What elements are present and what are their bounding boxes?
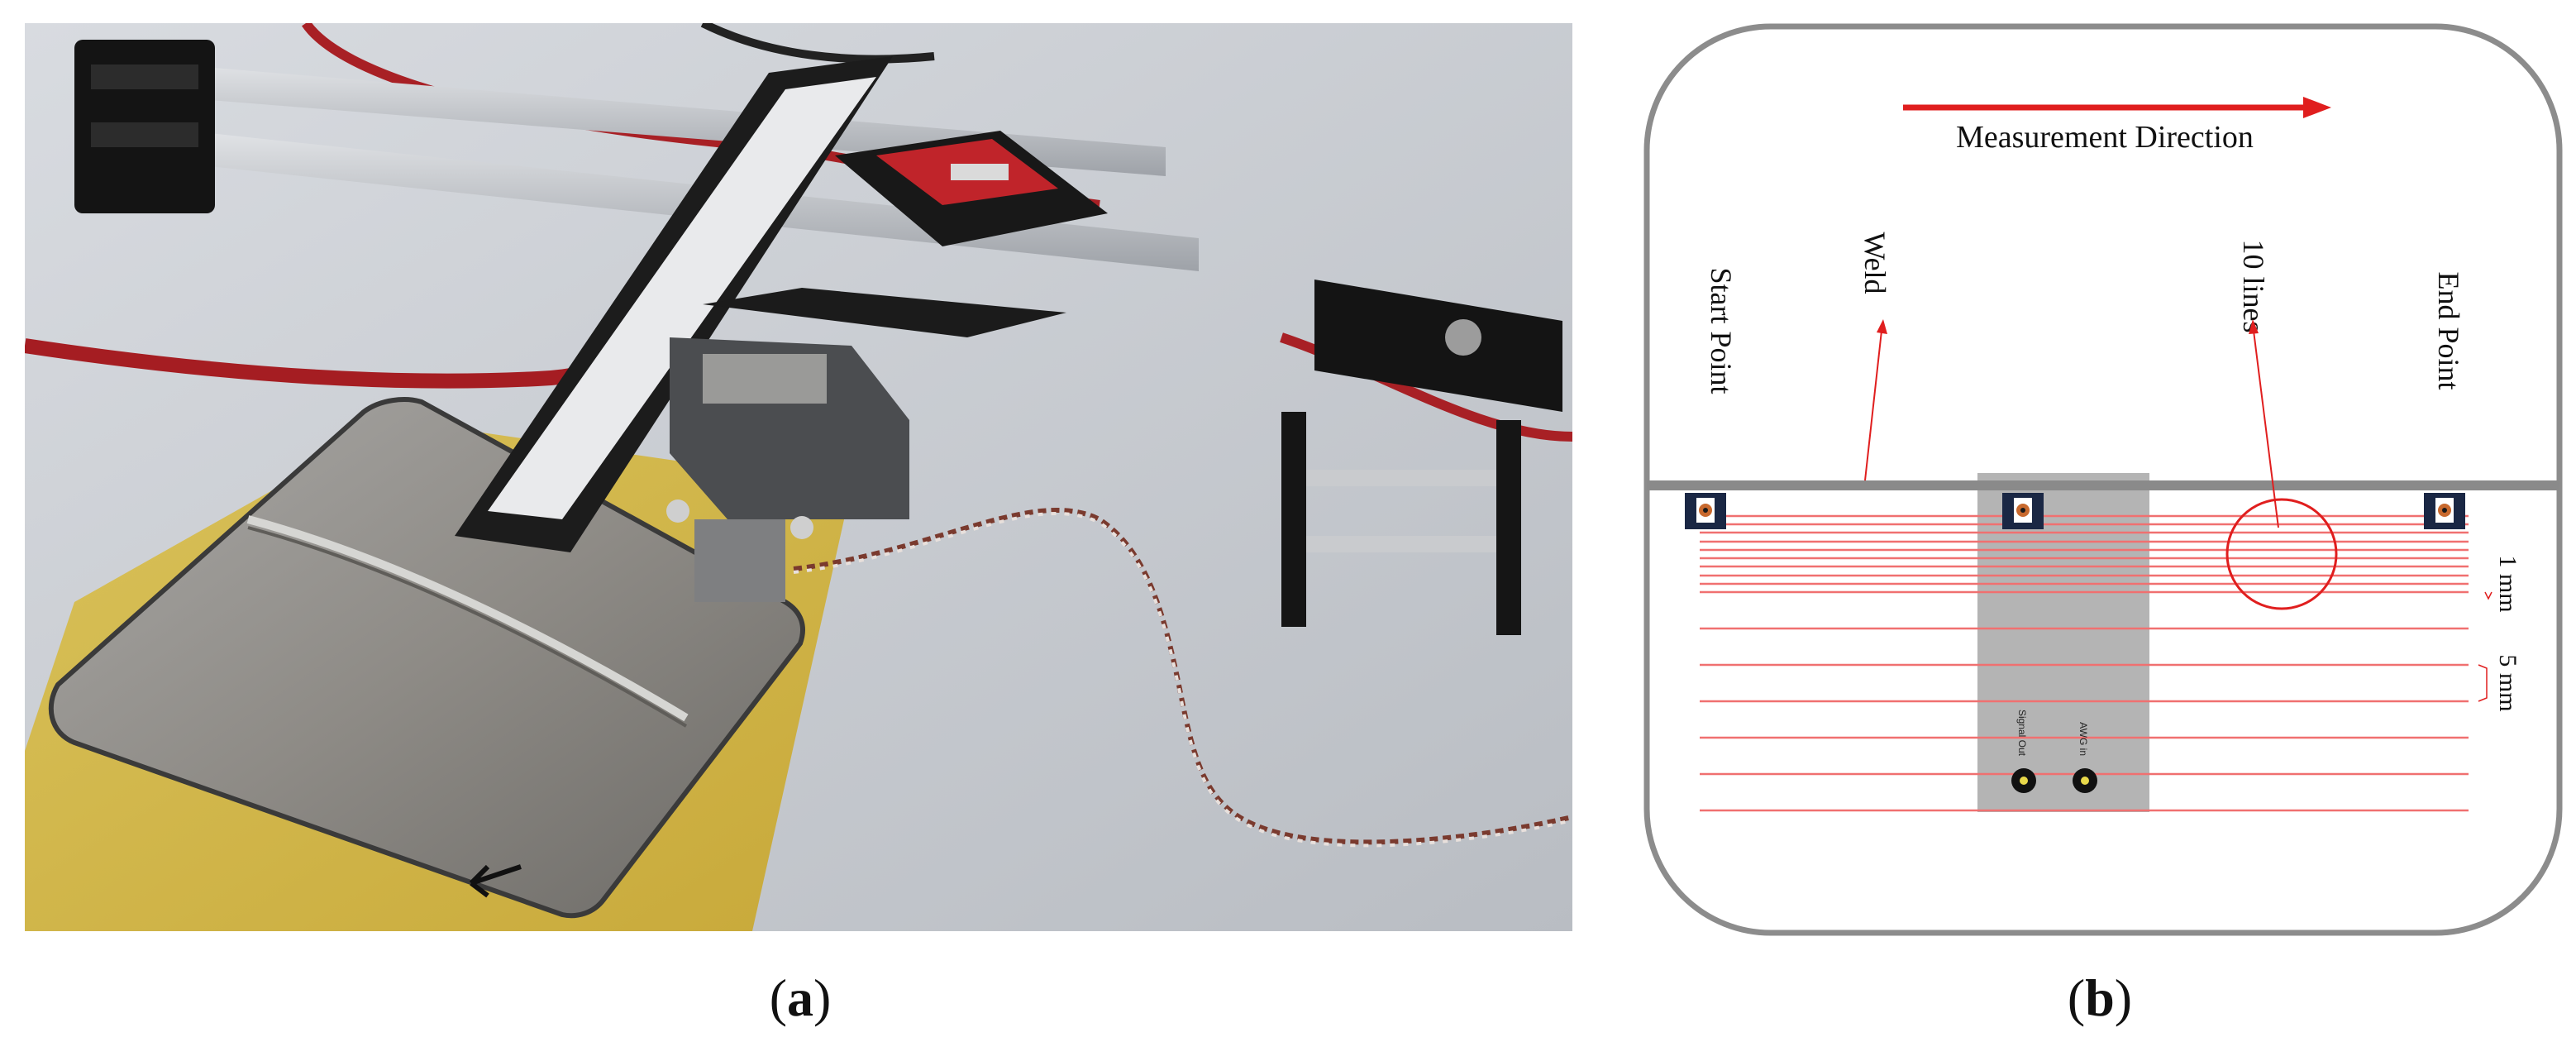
caption-a-letter: a (787, 968, 813, 1027)
five-mm-label: 5 mm (2494, 654, 2521, 711)
sensor-middle (2002, 493, 2044, 529)
signal-out-connector (2011, 768, 2036, 793)
ten-lines-pointer (2225, 319, 2338, 610)
one-mm-bracket (2484, 591, 2493, 600)
sensor-end (2424, 493, 2465, 529)
scan-lines (1700, 514, 2469, 812)
awg-in-label: AWG in (2077, 722, 2089, 756)
signal-out-label: Signal Out (2016, 710, 2028, 757)
weld-pointer-arrow (1864, 319, 1887, 481)
caption-b: (b) (2067, 968, 2133, 1027)
weld-label: Weld (1858, 232, 1891, 294)
weld-line (1647, 480, 2559, 490)
caption-b-letter: b (2085, 968, 2115, 1027)
probe-board (1977, 473, 2149, 812)
measurement-direction-arrow (1903, 97, 2331, 118)
scanner-rig-photo (25, 23, 1572, 931)
caption-a: (a) (769, 968, 832, 1027)
ten-lines-label: 10 lines (2237, 240, 2270, 333)
one-mm-label: 1 mm (2494, 555, 2521, 612)
schematic-panel-b: Measurement Direction (1642, 23, 2564, 936)
measurement-schematic: Measurement Direction (1643, 23, 2563, 936)
measurement-direction-label: Measurement Direction (1956, 120, 2254, 155)
awg-in-connector (2073, 768, 2097, 793)
five-mm-bracket (2478, 664, 2488, 702)
start-point-label: Start Point (1705, 267, 1738, 394)
end-point-label: End Point (2432, 271, 2465, 390)
sensor-start (1685, 493, 1726, 529)
photo-panel-a (25, 23, 1572, 931)
